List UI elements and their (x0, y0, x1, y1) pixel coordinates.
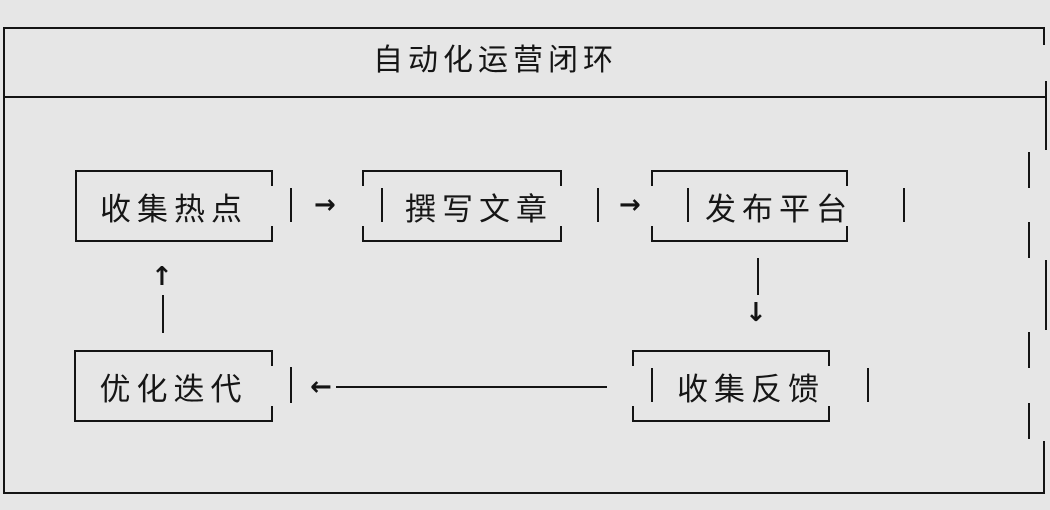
frame-right-dash (1043, 27, 1045, 45)
arrow-right-icon: → (314, 190, 336, 220)
frame-right-dash (1028, 152, 1030, 188)
flow-box-label: 撰写文章 (405, 191, 553, 228)
separator-bar (290, 188, 292, 222)
connector-line-down (757, 258, 759, 295)
box-edge (651, 172, 653, 186)
box-edge (560, 226, 562, 240)
frame-right-dash (1028, 332, 1030, 368)
box-edge (828, 352, 830, 366)
flow-box-label: 发布平台 (705, 191, 853, 228)
frame-right-dash (1043, 441, 1045, 493)
box-edge (362, 172, 364, 186)
arrow-down-icon: ↓ (745, 298, 767, 328)
box-edge (271, 406, 273, 420)
frame-top-border (3, 27, 1045, 29)
diagram-title: 自动化运营闭环 (373, 43, 618, 78)
flow-box-label: 收集热点 (100, 191, 248, 228)
box-edge (632, 406, 634, 420)
box-edge (271, 352, 273, 366)
frame-right-dash (1045, 260, 1047, 330)
box-edge (828, 406, 830, 420)
box-edge (651, 226, 653, 240)
separator-bar (867, 368, 869, 402)
separator-bar (687, 188, 689, 222)
flow-box-label: 收集反馈 (677, 371, 825, 408)
flow-box-label: 优化迭代 (99, 371, 248, 408)
box-edge (632, 352, 634, 366)
box-edge (75, 172, 77, 240)
title-divider (3, 96, 1047, 98)
box-edge (74, 352, 76, 420)
flow-box-collect-feedback: 收集反馈 (632, 350, 830, 422)
box-edge (271, 172, 273, 186)
flow-box-write-articles: 撰写文章 (362, 170, 562, 242)
separator-bar (597, 188, 599, 222)
box-edge (846, 226, 848, 240)
box-edge (560, 172, 562, 186)
frame-bottom-border (3, 492, 1045, 494)
frame-left-border (3, 27, 5, 494)
arrow-right-icon: → (619, 190, 641, 220)
separator-bar (290, 367, 292, 403)
box-edge (271, 226, 273, 240)
connector-line-feedback (336, 386, 607, 388)
flow-box-optimize-iterate: 优化迭代 (74, 350, 273, 422)
separator-bar (651, 368, 653, 402)
separator-bar (381, 188, 383, 222)
arrow-up-icon: ↑ (151, 262, 173, 292)
arrow-left-icon: ← (310, 372, 332, 402)
separator-bar (903, 188, 905, 222)
frame-right-dash (1045, 81, 1047, 150)
flow-box-publish-platform: 发布平台 (651, 170, 848, 242)
box-edge (362, 226, 364, 240)
frame-right-dash (1028, 222, 1030, 258)
flow-box-collect-hotspots: 收集热点 (75, 170, 273, 242)
box-edge (846, 172, 848, 186)
frame-right-dash (1028, 403, 1030, 439)
connector-line-up (162, 295, 164, 333)
